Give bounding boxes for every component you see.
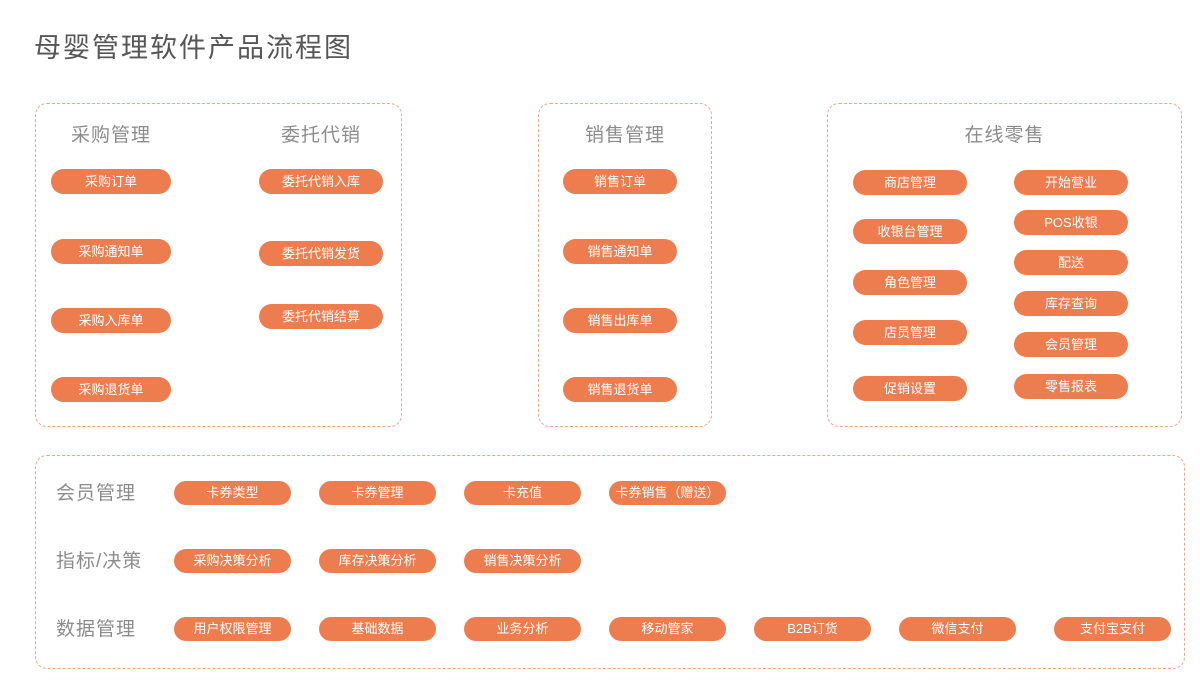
- pill-purchase-decision-analysis: 采购决策分析: [174, 549, 291, 573]
- pill-sales-order: 销售订单: [563, 169, 677, 194]
- pill-inventory-query: 库存查询: [1014, 291, 1128, 316]
- row-label-data-management: 数据管理: [56, 619, 137, 640]
- pill-sales-decision-analysis: 销售决策分析: [464, 549, 581, 573]
- section-header-sales: 销售管理: [584, 125, 665, 146]
- section-header-consignment: 委托代销: [280, 125, 361, 146]
- pill-purchase-return: 采购退货单: [51, 377, 171, 402]
- online-retail-box: 在线零售 商店管理 收银台管理 角色管理 店员管理 促销设置 开始营业 POS收…: [827, 103, 1182, 427]
- pill-b2b-ordering: B2B订货: [754, 617, 871, 641]
- sales-box: 销售管理 销售订单 销售通知单 销售出库单 销售退货单: [538, 103, 712, 427]
- row-label-member-management: 会员管理: [56, 483, 137, 504]
- pill-card-coupon-management: 卡券管理: [319, 481, 436, 505]
- pill-inventory-decision-analysis: 库存决策分析: [319, 549, 436, 573]
- pill-consignment-shipment: 委托代销发货: [259, 241, 383, 266]
- pill-sales-outbound: 销售出库单: [563, 308, 677, 333]
- pill-alipay-pay: 支付宝支付: [1054, 617, 1171, 641]
- pill-card-recharge: 卡充值: [464, 481, 581, 505]
- pill-promotion-settings: 促销设置: [853, 376, 967, 401]
- pill-purchase-order: 采购订单: [51, 169, 171, 194]
- pill-card-coupon-sale-gift: 卡券销售（赠送）: [609, 481, 726, 505]
- pill-purchase-inbound: 采购入库单: [51, 308, 171, 333]
- bottom-box: 会员管理 卡券类型 卡券管理 卡充值 卡券销售（赠送） 指标/决策 采购决策分析…: [35, 455, 1185, 669]
- pill-open-business: 开始营业: [1014, 170, 1128, 195]
- page-title: 母婴管理软件产品流程图: [34, 33, 353, 63]
- pill-business-analysis: 业务分析: [464, 617, 581, 641]
- pill-role-management: 角色管理: [853, 270, 967, 295]
- pill-delivery: 配送: [1014, 250, 1128, 275]
- purchase-consignment-box: 采购管理 委托代销 采购订单 采购通知单 采购入库单 采购退货单 委托代销入库 …: [35, 103, 402, 427]
- pill-store-management: 商店管理: [853, 170, 967, 195]
- pill-member-management-retail: 会员管理: [1014, 332, 1128, 357]
- pill-pos-cashier: POS收银: [1014, 210, 1128, 235]
- pill-basic-data: 基础数据: [319, 617, 436, 641]
- pill-consignment-settlement: 委托代销结算: [259, 304, 383, 329]
- pill-user-permission-management: 用户权限管理: [174, 617, 291, 641]
- pill-clerk-management: 店员管理: [853, 320, 967, 345]
- row-label-indicator-decision: 指标/决策: [56, 551, 143, 572]
- pill-cashier-desk-management: 收银台管理: [853, 219, 967, 244]
- section-header-purchase: 采购管理: [70, 125, 151, 146]
- pill-retail-report: 零售报表: [1014, 374, 1128, 399]
- pill-consignment-inbound: 委托代销入库: [259, 169, 383, 194]
- pill-sales-notice: 销售通知单: [563, 239, 677, 264]
- pill-sales-return: 销售退货单: [563, 377, 677, 402]
- pill-wechat-pay: 微信支付: [899, 617, 1016, 641]
- pill-purchase-notice: 采购通知单: [51, 239, 171, 264]
- pill-card-coupon-type: 卡券类型: [174, 481, 291, 505]
- section-header-retail: 在线零售: [964, 125, 1045, 146]
- pill-mobile-butler: 移动管家: [609, 617, 726, 641]
